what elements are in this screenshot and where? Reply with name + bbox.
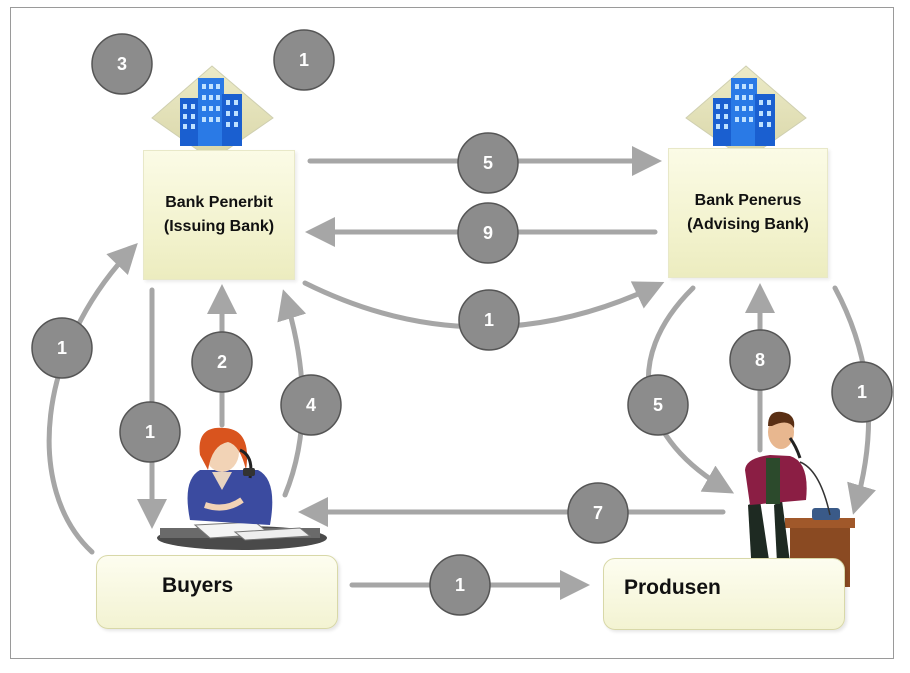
step-marker-circle: [729, 329, 791, 391]
step-marker-number: 3: [117, 54, 127, 74]
step-marker-number: 4: [306, 395, 316, 415]
step-marker-number: 1: [57, 338, 67, 358]
step-marker-produsen-to-advising: 8: [729, 329, 791, 391]
markers-layer: 3 1 5 9 1 1 2 1 4 5 8 1 7 1: [31, 29, 893, 616]
step-marker-circle: [280, 374, 342, 436]
step-marker-number: 1: [455, 575, 465, 595]
step-marker-advising-to-issuing: 9: [457, 202, 519, 264]
issuing-bank-box: Bank Penerbit (Issuing Bank): [143, 150, 295, 280]
step-marker-number: 5: [483, 153, 493, 173]
step-marker-top-left-3: 3: [91, 33, 153, 95]
buyers-box: Buyers: [96, 555, 338, 629]
step-marker-number: 1: [857, 382, 867, 402]
advising-bank-label: Bank Penerus: [694, 192, 802, 209]
step-marker-number: 1: [299, 50, 309, 70]
buyers-label: Buyers: [162, 574, 234, 597]
step-marker-produsen-to-buyer: 7: [567, 482, 629, 544]
step-marker-buyer-curve-to-bank: 4: [280, 374, 342, 436]
step-marker-bank-to-buyer: 1: [119, 401, 181, 463]
produsen-box: Produsen: [603, 558, 845, 630]
issuing-bank-building-icon: [151, 65, 274, 161]
step-marker-curve-issuing-advising: 1: [458, 289, 520, 351]
step-marker-number: 7: [593, 503, 603, 523]
step-marker-number: 1: [484, 310, 494, 330]
step-marker-circle: [457, 202, 519, 264]
advising-bank-building-icon: [685, 65, 807, 161]
step-marker-circle: [831, 361, 893, 423]
step-marker-top-left-1: 1: [273, 29, 335, 91]
advising-bank-box: Bank Penerus (Advising Bank): [668, 148, 828, 278]
step-marker-circle: [457, 132, 519, 194]
step-marker-left-outer: 1: [31, 317, 93, 379]
step-marker-circle: [91, 33, 153, 95]
step-marker-buyer-to-bank: 2: [191, 331, 253, 393]
issuing-bank-label: Bank Penerbit: [165, 194, 273, 211]
issuing-bank-sublabel: (Issuing Bank): [163, 218, 275, 235]
step-marker-number: 1: [145, 422, 155, 442]
step-marker-circle: [119, 401, 181, 463]
step-marker-circle: [31, 317, 93, 379]
step-marker-circle: [567, 482, 629, 544]
produsen-label: Produsen: [624, 576, 721, 599]
step-marker-advising-to-produsen: 5: [627, 374, 689, 436]
arrow-buyers-to-issuing: [46, 242, 138, 555]
step-marker-buyer-to-produsen: 1: [429, 554, 491, 616]
step-marker-circle: [429, 554, 491, 616]
step-marker-circle: [273, 29, 335, 91]
step-marker-right-outer: 1: [831, 361, 893, 423]
advising-bank-sublabel: (Advising Bank): [687, 216, 809, 233]
step-marker-circle: [191, 331, 253, 393]
step-marker-number: 2: [217, 352, 227, 372]
step-marker-circle: [458, 289, 520, 351]
step-marker-number: 5: [653, 395, 663, 415]
step-marker-number: 8: [755, 350, 765, 370]
step-marker-number: 9: [483, 223, 493, 243]
step-marker-circle: [627, 374, 689, 436]
step-marker-issuing-to-advising: 5: [457, 132, 519, 194]
buyer-person-icon: [157, 427, 327, 550]
diagram-frame: [10, 7, 894, 659]
